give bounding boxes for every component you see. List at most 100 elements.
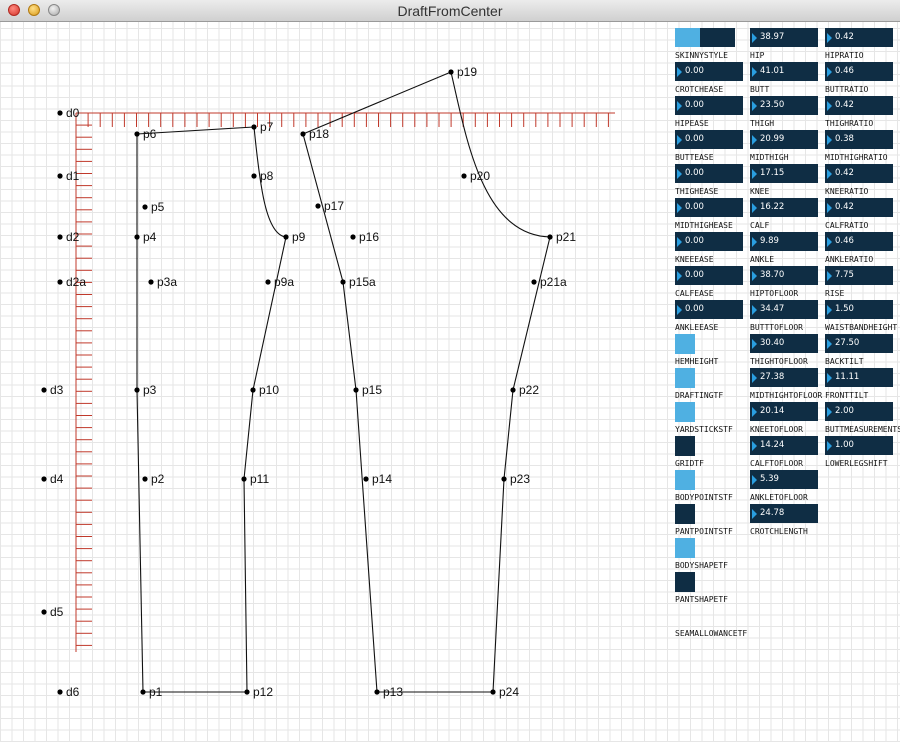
pantshapetf-toggle[interactable] [675,572,695,592]
back-waist-line [136,126,255,135]
crotchease-slider[interactable]: 0.00 [675,62,743,81]
yardstickstf-toggle[interactable] [675,402,695,422]
buttmeasurements-slider[interactable]: 2.00 [825,402,893,421]
point-p22-label: p22 [519,383,539,397]
skinnystyle-slider[interactable] [675,28,735,47]
slider-arrow-icon [752,339,757,349]
point-p3a-label: p3a [157,275,177,289]
point-p3-marker [134,387,140,393]
point-p8-label: p8 [260,169,274,183]
ankleratio-slider[interactable]: 0.46 [825,232,893,251]
waistbandheight-slider[interactable]: 1.50 [825,300,893,319]
point-p4-marker [134,234,140,240]
point-p11-marker [241,476,247,482]
slider-arrow-icon [677,67,682,77]
slider-arrow-icon [827,101,832,111]
hip-slider[interactable]: 38.97 [750,28,818,47]
kneeease-slider[interactable]: 0.00 [675,232,743,251]
kneeratio-slider[interactable]: 0.42 [825,164,893,183]
slider-arrow-icon [677,237,682,247]
control-label: HIP [750,51,765,60]
control-label: THIGH [750,119,775,128]
draftingtf-toggle[interactable] [675,368,695,388]
control-label: ANKLERATIO [825,255,874,264]
point-p21-marker [547,234,553,240]
ankletofloor-slider[interactable]: 5.39 [750,470,818,489]
hiptofloor-slider[interactable]: 38.70 [750,266,818,285]
gridtf-toggle[interactable] [675,436,695,456]
knee-slider[interactable]: 17.15 [750,164,818,183]
slider-arrow-icon [827,373,832,383]
thightofloor-slider[interactable]: 30.40 [750,334,818,353]
butttofloor-value: 34.47 [760,304,785,314]
control-label: BODYPOINTSTF [675,493,733,502]
waistbandheight-value: 1.50 [835,304,854,314]
buttratio-slider[interactable]: 0.46 [825,62,893,81]
slider-arrow-icon [752,135,757,145]
calfratio-value: 0.42 [835,202,854,212]
slider-arrow-icon [752,203,757,213]
calfratio-slider[interactable]: 0.42 [825,198,893,217]
ankle-slider[interactable]: 9.89 [750,232,818,251]
lowerlegshift-slider[interactable]: 1.00 [825,436,893,455]
backtilt-slider[interactable]: 27.50 [825,334,893,353]
point-p3-label: p3 [143,383,157,397]
ankleease-slider[interactable]: 0.00 [675,300,743,319]
slider-arrow-icon [752,271,757,281]
minimize-window-button[interactable] [28,4,40,16]
thigh-value: 23.50 [760,100,785,110]
butt-slider[interactable]: 41.01 [750,62,818,81]
buttease-slider[interactable]: 0.00 [675,130,743,149]
close-window-button[interactable] [8,4,20,16]
midthighratio-slider[interactable]: 0.38 [825,130,893,149]
point-p14-marker [363,476,369,482]
buttmeasurements-value: 2.00 [835,406,854,416]
slider-arrow-icon [827,33,832,43]
fronttilt-slider[interactable]: 11.11 [825,368,893,387]
kneetofloor-slider[interactable]: 20.14 [750,402,818,421]
slider-arrow-icon [827,237,832,247]
point-p20-marker [461,173,467,179]
midthightofloor-slider[interactable]: 27.38 [750,368,818,387]
control-label: THIGHRATIO [825,119,874,128]
control-label: SKINNYSTYLE [675,51,728,60]
rise-slider[interactable]: 7.75 [825,266,893,285]
control-label: CALFTOFLOOR [750,459,803,468]
ankleease-value: 0.00 [685,304,704,314]
control-label: BUTTTOFLOOR [750,323,803,332]
point-p13-label: p13 [383,685,403,699]
calftofloor-slider[interactable]: 14.24 [750,436,818,455]
slider-arrow-icon [827,339,832,349]
midthighease-slider[interactable]: 0.00 [675,198,743,217]
bodyshapetf-toggle[interactable] [675,538,695,558]
butttofloor-slider[interactable]: 34.47 [750,300,818,319]
pantpointstf-toggle[interactable] [675,504,695,524]
butt-value: 41.01 [760,66,785,76]
calf-slider[interactable]: 16.22 [750,198,818,217]
point-p18-marker [300,131,306,137]
slider-arrow-icon [827,135,832,145]
point-d6-label: d6 [66,685,80,699]
control-label: PANTPOINTSTF [675,527,733,536]
hipease-slider[interactable]: 0.00 [675,96,743,115]
calftofloor-value: 14.24 [760,440,785,450]
midthightofloor-value: 27.38 [760,372,785,382]
thigh-slider[interactable]: 23.50 [750,96,818,115]
control-label: BODYSHAPETF [675,561,728,570]
thighease-slider[interactable]: 0.00 [675,164,743,183]
point-d0-marker [57,110,63,116]
backtilt-value: 27.50 [835,338,860,348]
slider-arrow-icon [752,373,757,383]
thighratio-slider[interactable]: 0.42 [825,96,893,115]
zoom-window-button[interactable] [48,4,60,16]
calfease-slider[interactable]: 0.00 [675,266,743,285]
bodypointstf-toggle[interactable] [675,470,695,490]
hemheight-toggle[interactable] [675,334,695,354]
point-p21-label: p21 [556,230,576,244]
crotchlength-slider[interactable]: 24.78 [750,504,818,523]
point-p8-marker [251,173,257,179]
midthigh-slider[interactable]: 20.99 [750,130,818,149]
slider-arrow-icon [752,101,757,111]
hipratio-slider[interactable]: 0.42 [825,28,893,47]
